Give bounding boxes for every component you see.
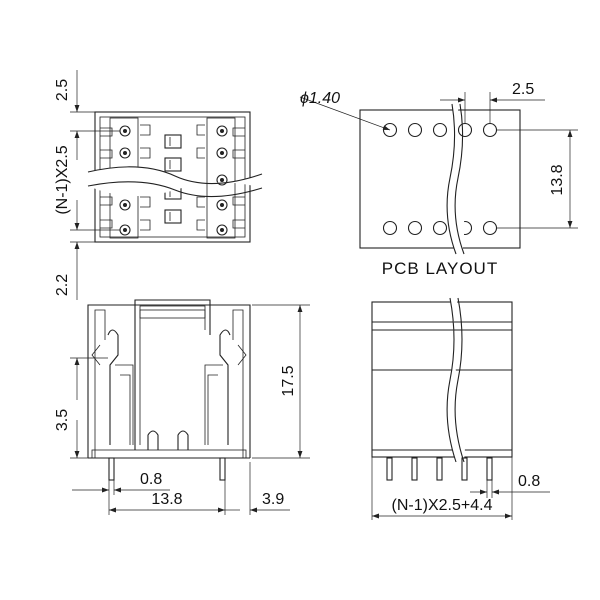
pcb-pitch-label: 2.5 xyxy=(512,81,534,98)
side-view-height-label: 17.5 xyxy=(280,365,297,396)
pcb-hole-diameter-label: ϕ1.40 xyxy=(300,90,340,107)
front-view: 0.8 (N-1)X2.5+4.4 xyxy=(371,297,550,520)
pcb-layout-outline xyxy=(359,109,521,249)
front-view-length-label: (N-1)X2.5+4.4 xyxy=(392,497,493,514)
side-view-dimensions: 17.5 3.5 0.8 13.8 3.9 xyxy=(54,304,310,515)
top-view-dim-offset-top: 2.5 xyxy=(54,79,71,101)
top-view: 2.5 (N-1)X2.5 2.2 xyxy=(54,70,263,300)
top-view-dim-offset-bottom: 2.2 xyxy=(54,274,71,296)
pcb-layout-view: ϕ1.40 2.5 13.8 PCB LAYOUT xyxy=(299,81,578,278)
pcb-layout-break xyxy=(446,103,465,255)
top-view-break xyxy=(87,166,263,198)
front-view-outline xyxy=(371,301,513,458)
pcb-layout-caption: PCB LAYOUT xyxy=(382,259,498,278)
side-view-pin-width-label: 0.8 xyxy=(140,471,162,488)
side-view-lower-height-label: 3.5 xyxy=(54,409,71,431)
front-view-pin-width-label: 0.8 xyxy=(518,473,540,490)
front-view-break xyxy=(446,297,466,463)
pcb-row-spacing-label: 13.8 xyxy=(549,164,566,195)
top-view-dimensions: 2.5 (N-1)X2.5 2.2 xyxy=(54,70,120,300)
side-view-pins xyxy=(108,457,226,481)
side-view-pin-offset-label: 3.9 xyxy=(262,491,284,508)
top-view-dim-pitch: (N-1)X2.5 xyxy=(54,145,71,214)
top-view-outline xyxy=(94,111,251,243)
side-view: 17.5 3.5 0.8 13.8 3.9 xyxy=(54,299,310,515)
pcb-layout-dimensions: ϕ1.40 2.5 13.8 xyxy=(299,81,578,229)
front-view-dimensions: 0.8 (N-1)X2.5+4.4 xyxy=(371,457,550,520)
side-view-outline xyxy=(87,299,251,459)
pcb-layout-holes xyxy=(382,122,498,236)
side-view-width-label: 13.8 xyxy=(151,491,182,508)
front-view-pins xyxy=(386,457,493,481)
